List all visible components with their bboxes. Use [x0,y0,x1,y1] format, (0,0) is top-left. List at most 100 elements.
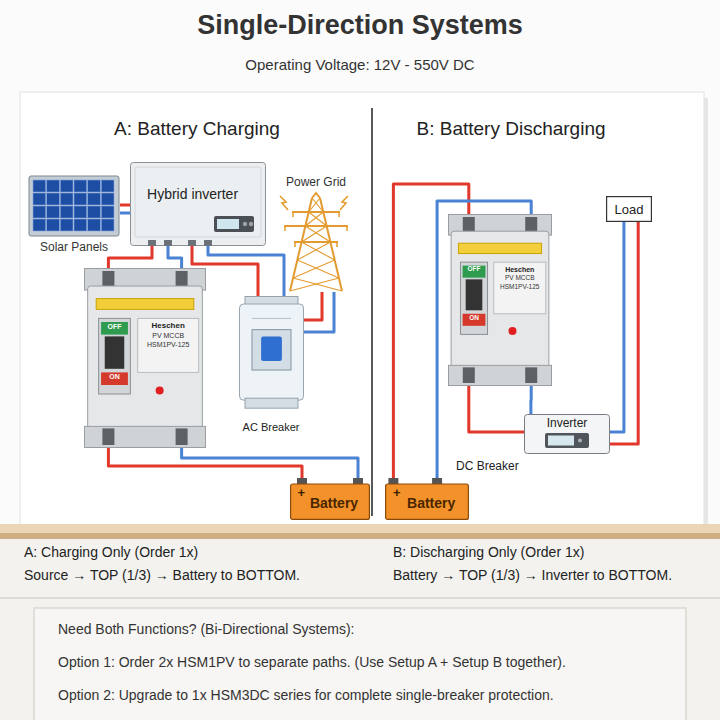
button [243,222,247,226]
handle-frame [460,262,487,334]
wire [304,292,323,320]
insulator [336,242,338,247]
tower-top [312,193,320,198]
solar-cell [33,219,46,231]
solar-cell [101,219,114,231]
wire [529,386,532,414]
solar-cell [88,193,101,205]
solar-cell [60,206,73,218]
lightning-bolt [280,196,288,210]
subtitle: Operating Voltage: 12V - 550V DC [245,57,474,72]
name-plate [494,262,546,314]
note: Need Both Functions? (Bi-Directional Sys… [58,622,354,636]
switch-window [252,330,291,370]
part-label: Power Grid [286,176,346,188]
section-heading: A: Battery Charging [114,119,280,138]
shelf-front [0,533,720,539]
note: Source → TOP (1/3) → Battery to BOTTOM. [24,568,300,582]
note: B: Discharging Only (Order 1x) [393,545,584,559]
terminal-screw [463,217,475,233]
cable-gland [188,240,196,246]
battery-body [291,484,370,519]
on-tag [101,372,128,385]
ac-breaker-picture [239,296,304,438]
switch-state: OFF [108,323,122,330]
tower-lattice [290,278,339,291]
wire [120,212,130,215]
solar-cell [47,206,60,218]
wire [208,246,284,296]
tower-lattice [305,226,330,242]
device-label: Battery [407,496,455,510]
inverter-case [525,415,610,454]
insulator [338,212,340,217]
breaker-body [88,286,203,430]
panel-frame [29,176,119,236]
off-tag [101,322,128,335]
note: Battery → TOP (1/3) → Inverter to BOTTOM… [393,568,672,582]
terminal-block [449,365,552,385]
tower-lattice [309,212,327,226]
tower-lattice [293,278,342,291]
indicator-dot [508,327,516,335]
hybrid-inverter-picture [130,162,266,246]
battery: +Battery [385,478,469,520]
display-frame [214,216,254,232]
solar-cell [74,219,87,231]
model-text: HSM1PV-125 [147,341,189,348]
on-tag [463,314,486,326]
section-heading: B: Battery Discharging [416,119,605,138]
cable-gland [148,240,156,246]
terminal-screw [525,367,537,383]
wainscot-panel [34,608,686,720]
breaker-body [239,304,303,400]
name-plate [138,318,199,372]
tower-lattice [302,242,335,260]
solar-cell [47,180,60,192]
wire [168,246,182,268]
solar-cell [88,206,101,218]
part-label: AC Breaker [243,422,300,433]
device-label: Hybrid inverter [147,187,238,201]
load-box: Load [606,196,652,222]
tower-lattice [297,260,339,278]
tower-lattice [305,212,323,226]
button [249,222,253,226]
dc-breaker-picture [448,214,552,386]
solar-cell [33,193,46,205]
warning-sticker [96,299,194,310]
solar-cell [101,206,114,218]
cross-arm [284,225,348,227]
terminal-screw [176,428,188,445]
ac-breaker: AC Breaker [239,296,304,438]
power-grid: Power Grid [270,176,362,292]
hybrid-inverter: Hybrid inverter [130,162,266,246]
insulator [346,226,348,231]
solar-cell [74,206,87,218]
wire [610,222,638,444]
case-bevel [135,167,261,237]
inverter-box: Inverter [524,414,610,454]
terminal-screw [463,367,475,383]
note: Option 2: Upgrade to 1x HSM3DC series fo… [58,688,554,702]
switch-toggle [261,336,282,361]
solar-cell [60,180,73,192]
terminal-screw [102,271,114,288]
model-text: HSM1PV-125 [500,284,539,291]
wire [469,386,524,432]
battery-body [386,484,469,519]
solar-cell [88,219,101,231]
cross-arm [292,211,340,213]
solar-cell [74,180,87,192]
brand-name: Heschen [151,322,184,330]
board [20,92,704,526]
switch-state: ON [109,373,120,380]
switch-state: ON [469,315,479,322]
tower-lattice [297,242,330,260]
terminal-screw [525,217,537,233]
device-label: Battery [310,496,358,510]
breaker-handle [466,279,483,310]
part-label: DC Breaker [456,460,519,472]
solar-cell [101,180,114,192]
